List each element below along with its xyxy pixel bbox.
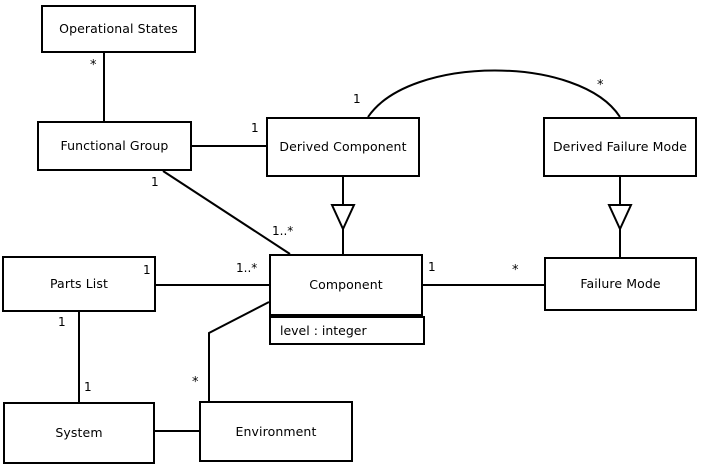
multiplicity-label-partslist-system-0: 1 — [58, 315, 66, 329]
class-name-functional-group: Functional Group — [60, 138, 169, 154]
class-name-operational-states: Operational States — [59, 21, 178, 37]
class-name-system: System — [55, 425, 103, 441]
multiplicity-label-environment-component-0: * — [192, 375, 199, 390]
class-box-system[interactable]: System — [3, 402, 155, 464]
multiplicity-label-partslist-component-1: 1..* — [236, 261, 258, 275]
multiplicity-label-derivedcomponent-derivedfailuremode-0: 1 — [353, 92, 361, 106]
class-box-component[interactable]: Component — [269, 254, 423, 316]
generalization-arrowhead-derivedcomponent-inherits-component — [330, 204, 356, 232]
class-name-parts-list: Parts List — [49, 276, 108, 292]
class-name-component: Component — [309, 277, 383, 293]
class-name-derived-failure-mode: Derived Failure Mode — [552, 139, 688, 155]
multiplicity-label-functionalgroup-component-1: 1..* — [272, 224, 294, 238]
multiplicity-label-partslist-system-1: 1 — [84, 380, 92, 394]
class-box-derived-failure-mode[interactable]: Derived Failure Mode — [543, 117, 697, 177]
class-name-failure-mode: Failure Mode — [580, 276, 661, 292]
multiplicity-label-derivedcomponent-derivedfailuremode-1: * — [597, 78, 604, 93]
class-box-parts-list[interactable]: Parts List — [2, 256, 156, 312]
multiplicity-label-partslist-component-0: 1 — [143, 263, 151, 277]
relationship-environment-component[interactable] — [208, 301, 270, 401]
multiplicity-label-functionalgroup-derivedcomponent-0: 1 — [251, 121, 259, 135]
class-name-environment: Environment — [235, 423, 317, 439]
class-box-operational-states[interactable]: Operational States — [41, 5, 196, 53]
generalization-arrowhead-derivedfailuremode-inherits-failuremode — [607, 204, 633, 232]
class-box-environment[interactable]: Environment — [199, 401, 353, 462]
class-box-derived-component[interactable]: Derived Component — [266, 117, 420, 177]
multiplicity-label-functionalgroup-component-0: 1 — [151, 175, 159, 189]
class-box-failure-mode[interactable]: Failure Mode — [544, 257, 697, 311]
class-box-functional-group[interactable]: Functional Group — [37, 121, 192, 171]
relationship-derivedcomponent-derivedfailuremode[interactable] — [367, 69, 621, 118]
multiplicity-label-component-failuremode-0: 1 — [428, 260, 436, 274]
class-attribute-component-0: level : integer — [269, 316, 425, 345]
multiplicity-label-component-failuremode-1: * — [512, 263, 519, 278]
class-name-derived-component: Derived Component — [279, 139, 407, 155]
relationship-functionalgroup-component[interactable] — [162, 170, 291, 255]
multiplicity-label-opstates-functionalgroup-0: * — [90, 58, 97, 73]
